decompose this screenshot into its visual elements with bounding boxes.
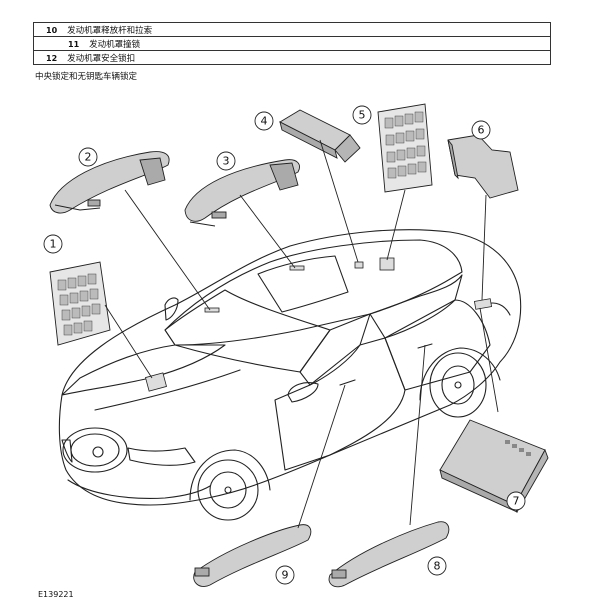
callout-label-4: 4 (261, 115, 268, 128)
in-car-module-7 (474, 299, 491, 310)
leader-line-3 (240, 195, 295, 268)
front-door (275, 338, 405, 470)
in-car-handle-3 (290, 266, 304, 270)
bonnet-crease (95, 370, 240, 410)
rear-wheel (430, 353, 486, 417)
callout-label-1: 1 (50, 238, 57, 251)
component-3-door-handle (185, 160, 299, 226)
component-4-module (280, 110, 360, 162)
front-grille (63, 428, 127, 472)
headlight-right (128, 448, 195, 465)
front-wheel (198, 460, 258, 520)
leader-line-8 (410, 345, 425, 525)
component-2-door-handle (50, 152, 169, 213)
callout-label-9: 9 (282, 569, 289, 582)
callout-label-8: 8 (434, 560, 441, 573)
leader-line-6 (482, 195, 486, 300)
windshield (165, 290, 330, 372)
sunroof (258, 256, 348, 312)
in-car-handle-2 (205, 308, 219, 312)
leader-line-1 (105, 305, 152, 378)
callout-label-7: 7 (513, 495, 520, 508)
callout-label-2: 2 (85, 151, 92, 164)
hood (62, 345, 225, 395)
component-7-control-module (440, 420, 548, 512)
component-6-bracket-module (448, 135, 518, 198)
component-8-door-handle (329, 522, 449, 587)
car-roof (165, 240, 462, 345)
car-front-door-handle (340, 380, 355, 385)
front-bumper (68, 480, 210, 498)
in-car-module-1 (145, 373, 166, 391)
callout-label-3: 3 (223, 155, 230, 168)
in-car-module-4 (355, 262, 363, 268)
leader-line-9 (298, 385, 345, 528)
leader-line-5 (387, 190, 405, 260)
callout-label-6: 6 (478, 124, 485, 137)
leader-line-4 (320, 140, 358, 262)
component-5-fuse-box (378, 104, 432, 192)
callout-label-5: 5 (359, 109, 366, 122)
front-side-window (300, 314, 370, 385)
figure-id: E139221 (38, 590, 74, 599)
leader-line-7 (480, 308, 498, 412)
component-1-fuse-box (50, 262, 110, 345)
rear-side-window (370, 275, 462, 338)
